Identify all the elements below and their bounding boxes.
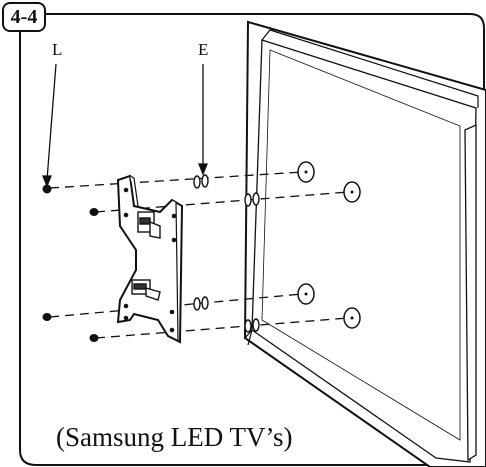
wall-plate-bracket bbox=[116, 174, 184, 344]
tv-back-panel bbox=[243, 20, 486, 467]
leader-lines bbox=[42, 63, 208, 188]
washers bbox=[193, 174, 260, 333]
tv-side-edge bbox=[464, 123, 477, 462]
panel-frame bbox=[19, 13, 485, 467]
tv-inner-recess bbox=[261, 49, 461, 441]
diagram-caption: (Samsung LED TV’s) bbox=[56, 422, 293, 452]
callout-washer-label: E bbox=[198, 40, 209, 59]
screws bbox=[42, 184, 99, 342]
step-number: 4-4 bbox=[10, 5, 38, 28]
step-number-tab: 4-4 bbox=[2, 2, 46, 32]
tv-hole-centers bbox=[304, 170, 354, 320]
bracket-details bbox=[123, 187, 177, 333]
callout-screw-label: L bbox=[52, 40, 63, 59]
